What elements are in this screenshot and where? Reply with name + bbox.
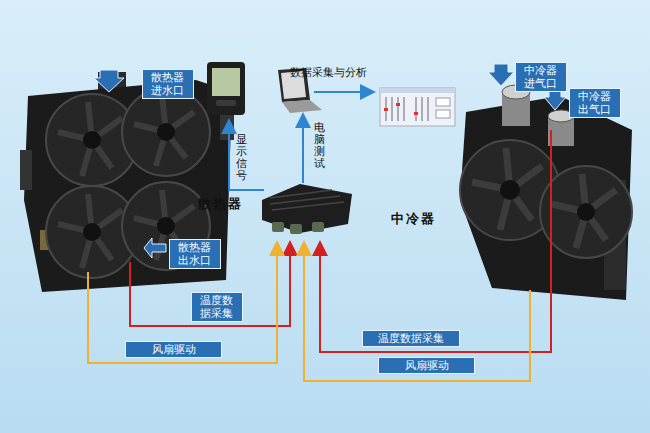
port-label: 散热器 进水口 xyxy=(142,69,194,99)
controller-drawing xyxy=(262,184,352,234)
box-text: 散热器 进水口 xyxy=(148,71,188,97)
box-text: 风扇驱动 xyxy=(152,343,196,356)
part-name: 散热器 xyxy=(198,196,243,212)
caption-text: 数据采集与分析 xyxy=(290,66,367,79)
signal-label: 温度数据采集 xyxy=(362,330,460,347)
signal-label: 温度数 据采集 xyxy=(191,292,243,322)
signal-label: 风扇驱动 xyxy=(378,357,475,374)
intercooler-drawing xyxy=(460,85,632,300)
port-label: 散热器 出水口 xyxy=(169,239,221,269)
radiator-drawing xyxy=(20,72,234,292)
box-text: 温度数据采集 xyxy=(378,332,444,345)
port-label: 中冷器 进气口 xyxy=(515,62,567,92)
box-text: 中冷器 进气口 xyxy=(521,64,561,90)
box-text: 中冷器 出气口 xyxy=(575,90,615,116)
port-label: 中冷器 出气口 xyxy=(569,88,621,118)
part-name: 中冷器 xyxy=(391,211,436,227)
signal-label: 风扇驱动 xyxy=(125,341,222,358)
software-screenshot xyxy=(380,88,455,126)
box-text: 温度数 据采集 xyxy=(197,294,237,320)
signal-arrow xyxy=(229,92,372,190)
display-device xyxy=(207,62,245,115)
port-arrow xyxy=(94,64,566,258)
signal-name: 显示信号 xyxy=(236,134,247,182)
signal-name: 电脑测试 xyxy=(314,122,325,170)
box-text: 风扇驱动 xyxy=(405,359,449,372)
box-text: 散热器 出水口 xyxy=(175,241,215,267)
